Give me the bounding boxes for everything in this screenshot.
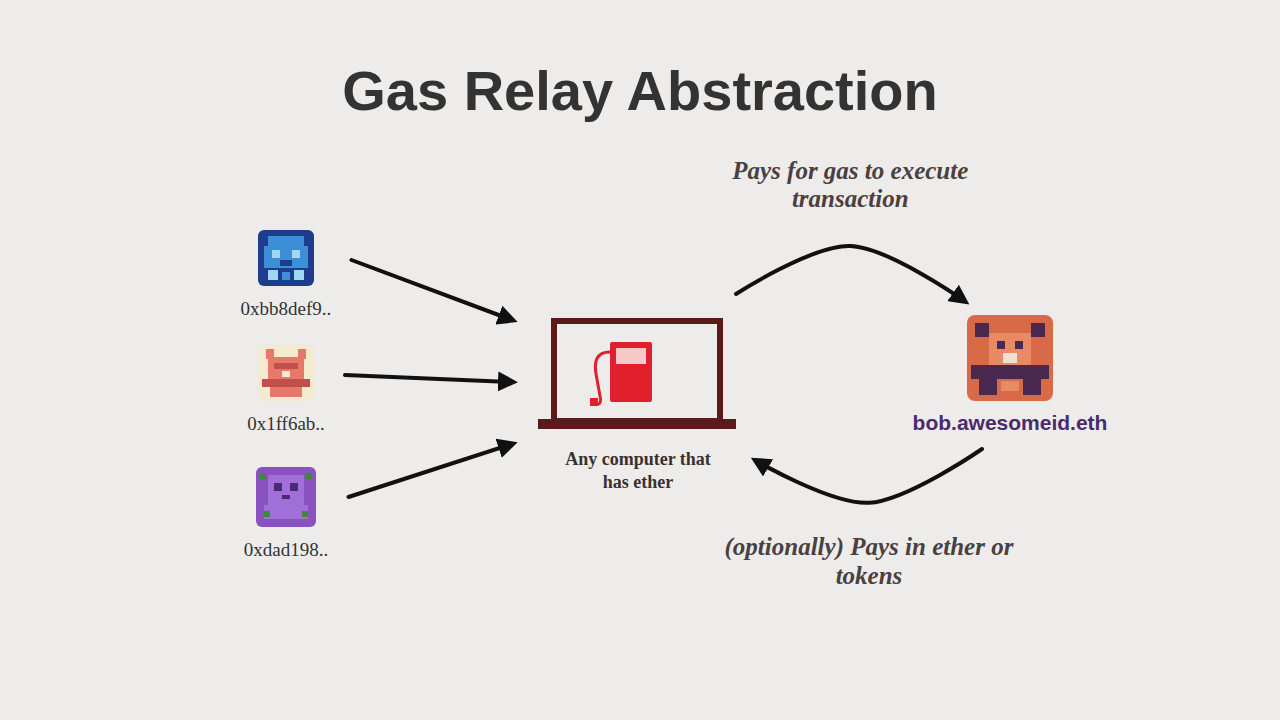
avatar-icon xyxy=(258,345,314,401)
address-label: 0xdad198.. xyxy=(242,539,331,561)
computer-label: Any computer that has ether xyxy=(563,448,713,495)
account-node: 0xdad198.. xyxy=(238,467,335,561)
avatar-icon xyxy=(258,230,314,286)
laptop-icon xyxy=(538,318,738,430)
account-node: 0xbb8def9.. xyxy=(235,230,338,320)
avatar-icon xyxy=(256,467,316,527)
address-label: 0xbb8def9.. xyxy=(239,298,334,320)
arrow-connector xyxy=(352,260,513,320)
account-node: 0x1ff6ab.. xyxy=(241,345,331,435)
relay-computer: Any computer that has ether xyxy=(532,318,744,495)
title: Gas Relay Abstraction xyxy=(0,58,1280,123)
arrow-connector xyxy=(736,246,965,301)
ens-name: bob.awesomeid.eth xyxy=(911,411,1110,435)
arrow-connector xyxy=(756,449,982,503)
arrow-connector xyxy=(345,375,512,382)
edge-label: Pays for gas to execute transaction xyxy=(686,157,1014,215)
arrow-connector xyxy=(349,444,513,497)
address-label: 0x1ff6ab.. xyxy=(245,413,327,435)
avatar-icon xyxy=(967,315,1053,401)
edge-label: (optionally) Pays in ether or tokens xyxy=(705,533,1033,591)
account-node: bob.awesomeid.eth xyxy=(907,315,1114,435)
